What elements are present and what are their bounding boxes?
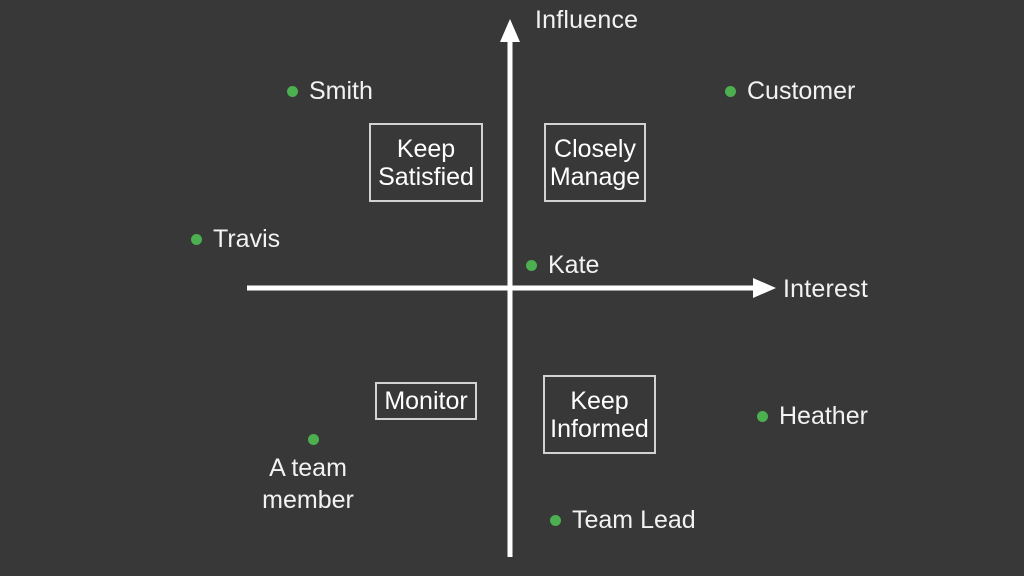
stakeholder-label-heather: Heather xyxy=(779,402,868,430)
influence-axis-arrowhead xyxy=(500,19,520,42)
stakeholder-dot-icon xyxy=(308,434,319,445)
quadrant-monitor: Monitor xyxy=(375,382,477,420)
stakeholder-label-customer: Customer xyxy=(747,77,856,105)
stakeholder-label-smith: Smith xyxy=(309,77,373,105)
stakeholder-label-team-lead: Team Lead xyxy=(572,506,696,534)
stakeholder-dot-icon xyxy=(526,260,537,271)
stakeholder-label-travis: Travis xyxy=(213,225,281,253)
stakeholder-dot-icon xyxy=(191,234,202,245)
quadrant-keep-satisfied: Keep Satisfied xyxy=(369,123,483,202)
influence-axis-label: Influence xyxy=(535,6,639,34)
quadrant-closely-manage: Closely Manage xyxy=(544,123,646,202)
interest-axis-arrowhead xyxy=(753,278,776,298)
interest-axis-label: Interest xyxy=(783,275,868,303)
stakeholder-dot-icon xyxy=(757,411,768,422)
stakeholder-dot-icon xyxy=(287,86,298,97)
quadrant-keep-informed: Keep Informed xyxy=(543,375,656,454)
stakeholder-label-kate: Kate xyxy=(548,251,600,279)
stakeholder-label-a-team-member: A team member xyxy=(262,454,354,514)
stakeholder-dot-icon xyxy=(725,86,736,97)
stakeholder-dot-icon xyxy=(550,515,561,526)
